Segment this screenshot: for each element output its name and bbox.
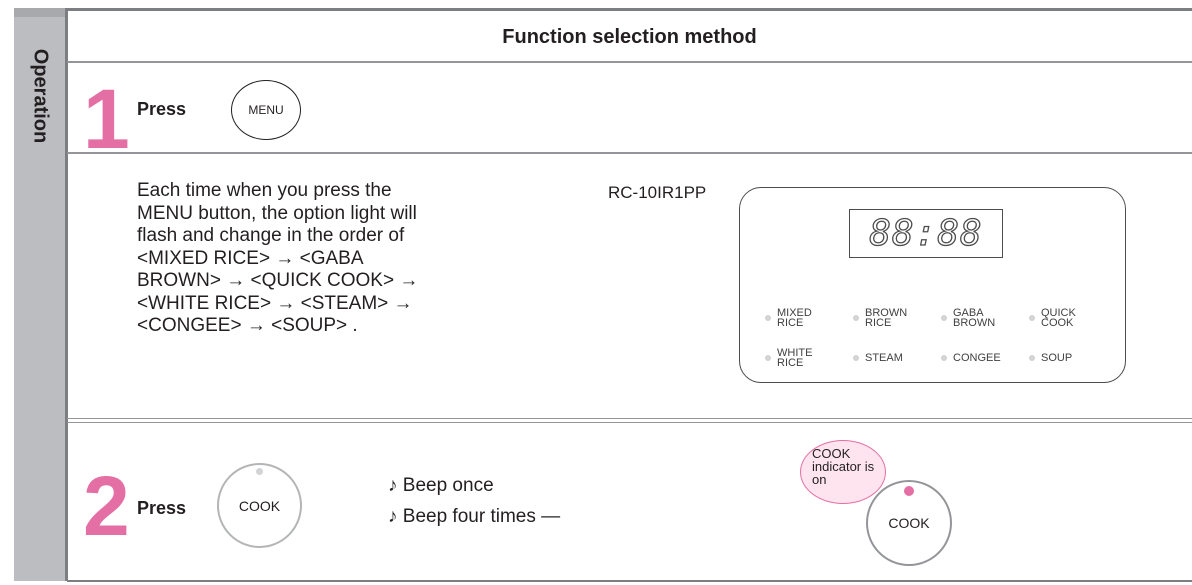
step-2-number: 2: [83, 459, 130, 553]
top-rule: [67, 8, 1192, 11]
indicator-light: [941, 315, 947, 321]
option-label: CONGEE: [953, 352, 1001, 364]
option-line-2: BROWN: [953, 317, 996, 329]
menu-button-label: MENU: [248, 103, 284, 117]
indicator-light: [1029, 315, 1035, 321]
control-panel: [739, 187, 1126, 383]
indicator-light: [765, 315, 771, 321]
option-label: SOUP: [1041, 352, 1073, 364]
display-digits: 88:88: [869, 212, 983, 254]
double-rule-top: [67, 418, 1192, 419]
option-soup: SOUP: [1029, 352, 1073, 364]
cook-button: COOK: [217, 463, 302, 548]
option-line-1: WHITE: [777, 347, 813, 359]
cook-indicator-light: [256, 468, 263, 475]
page-title: Function selection method: [502, 26, 757, 48]
option-line-2: COOK: [1041, 317, 1074, 329]
time-display: 88:88: [849, 209, 1003, 258]
step-2-press-label: Press: [137, 498, 187, 518]
step-1-description: Each time when you press the MENU button…: [137, 180, 419, 336]
header-rule: [67, 61, 1192, 63]
bottom-rule: [67, 580, 1192, 582]
sidebar-top-bar: [14, 8, 65, 17]
callout-bubble: [800, 440, 886, 504]
indicator-light: [853, 355, 859, 361]
option-label: STEAM: [865, 352, 903, 364]
callout-text: COOK indicator is on: [812, 446, 875, 487]
menu-button: MENU: [231, 80, 301, 140]
cook-indicator-lit: [904, 486, 914, 496]
step1-rule: [67, 152, 1192, 154]
indicator-light: [941, 355, 947, 361]
cook-button-lit-label: COOK: [888, 515, 930, 531]
option-line-1: QUICK: [1041, 307, 1076, 319]
double-rule-bottom: [67, 422, 1192, 423]
option-line-1: MIXED: [777, 307, 812, 319]
beep-once-text: ♪ Beep once: [388, 475, 494, 496]
indicator-light: [853, 315, 859, 321]
option-line-2: RICE: [865, 317, 892, 329]
option-line-1: GABA: [953, 307, 984, 319]
option-line-2: RICE: [777, 357, 804, 369]
option-line-1: BROWN: [865, 307, 908, 319]
beep-four-text: ♪ Beep four times ―: [388, 506, 561, 527]
option-steam: STEAM: [853, 352, 903, 364]
indicator-light: [765, 355, 771, 361]
indicator-light: [1029, 355, 1035, 361]
sidebar: [14, 8, 65, 581]
cook-button-label: COOK: [238, 497, 281, 514]
step-1-number: 1: [83, 72, 130, 166]
step-1-press-label: Press: [137, 99, 187, 119]
model-number: RC-10IR1PP: [608, 183, 707, 202]
option-line-2: RICE: [777, 317, 804, 329]
sidebar-divider: [65, 8, 68, 581]
option-congee: CONGEE: [941, 352, 1001, 364]
operation-label: Operation: [29, 48, 52, 144]
